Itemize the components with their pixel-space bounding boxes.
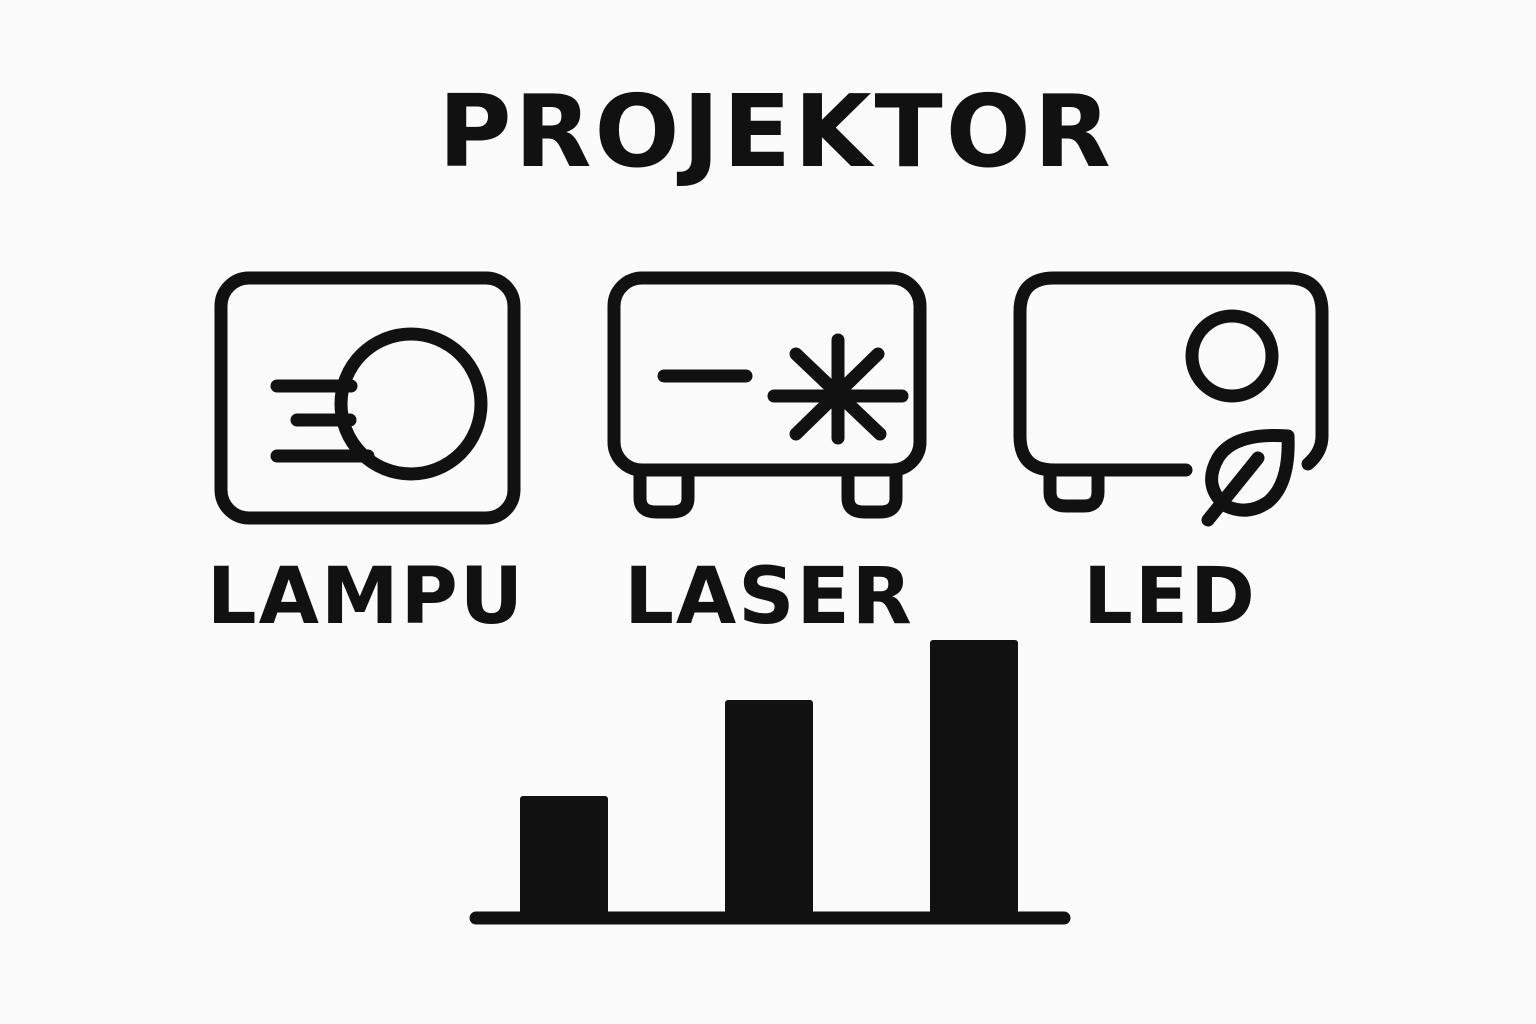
bar-1 [520, 796, 608, 916]
led-label: LED [1083, 552, 1257, 642]
lamp-label: LAMPU [206, 552, 526, 642]
bar-2 [725, 700, 813, 916]
lamp-projector-icon [214, 271, 521, 525]
laser-projector-icon [607, 271, 927, 519]
page-title: PROJEKTOR [438, 73, 1114, 190]
bar-3 [930, 640, 1018, 916]
laser-label: LASER [624, 552, 914, 642]
led-projector-icon [1013, 271, 1329, 527]
